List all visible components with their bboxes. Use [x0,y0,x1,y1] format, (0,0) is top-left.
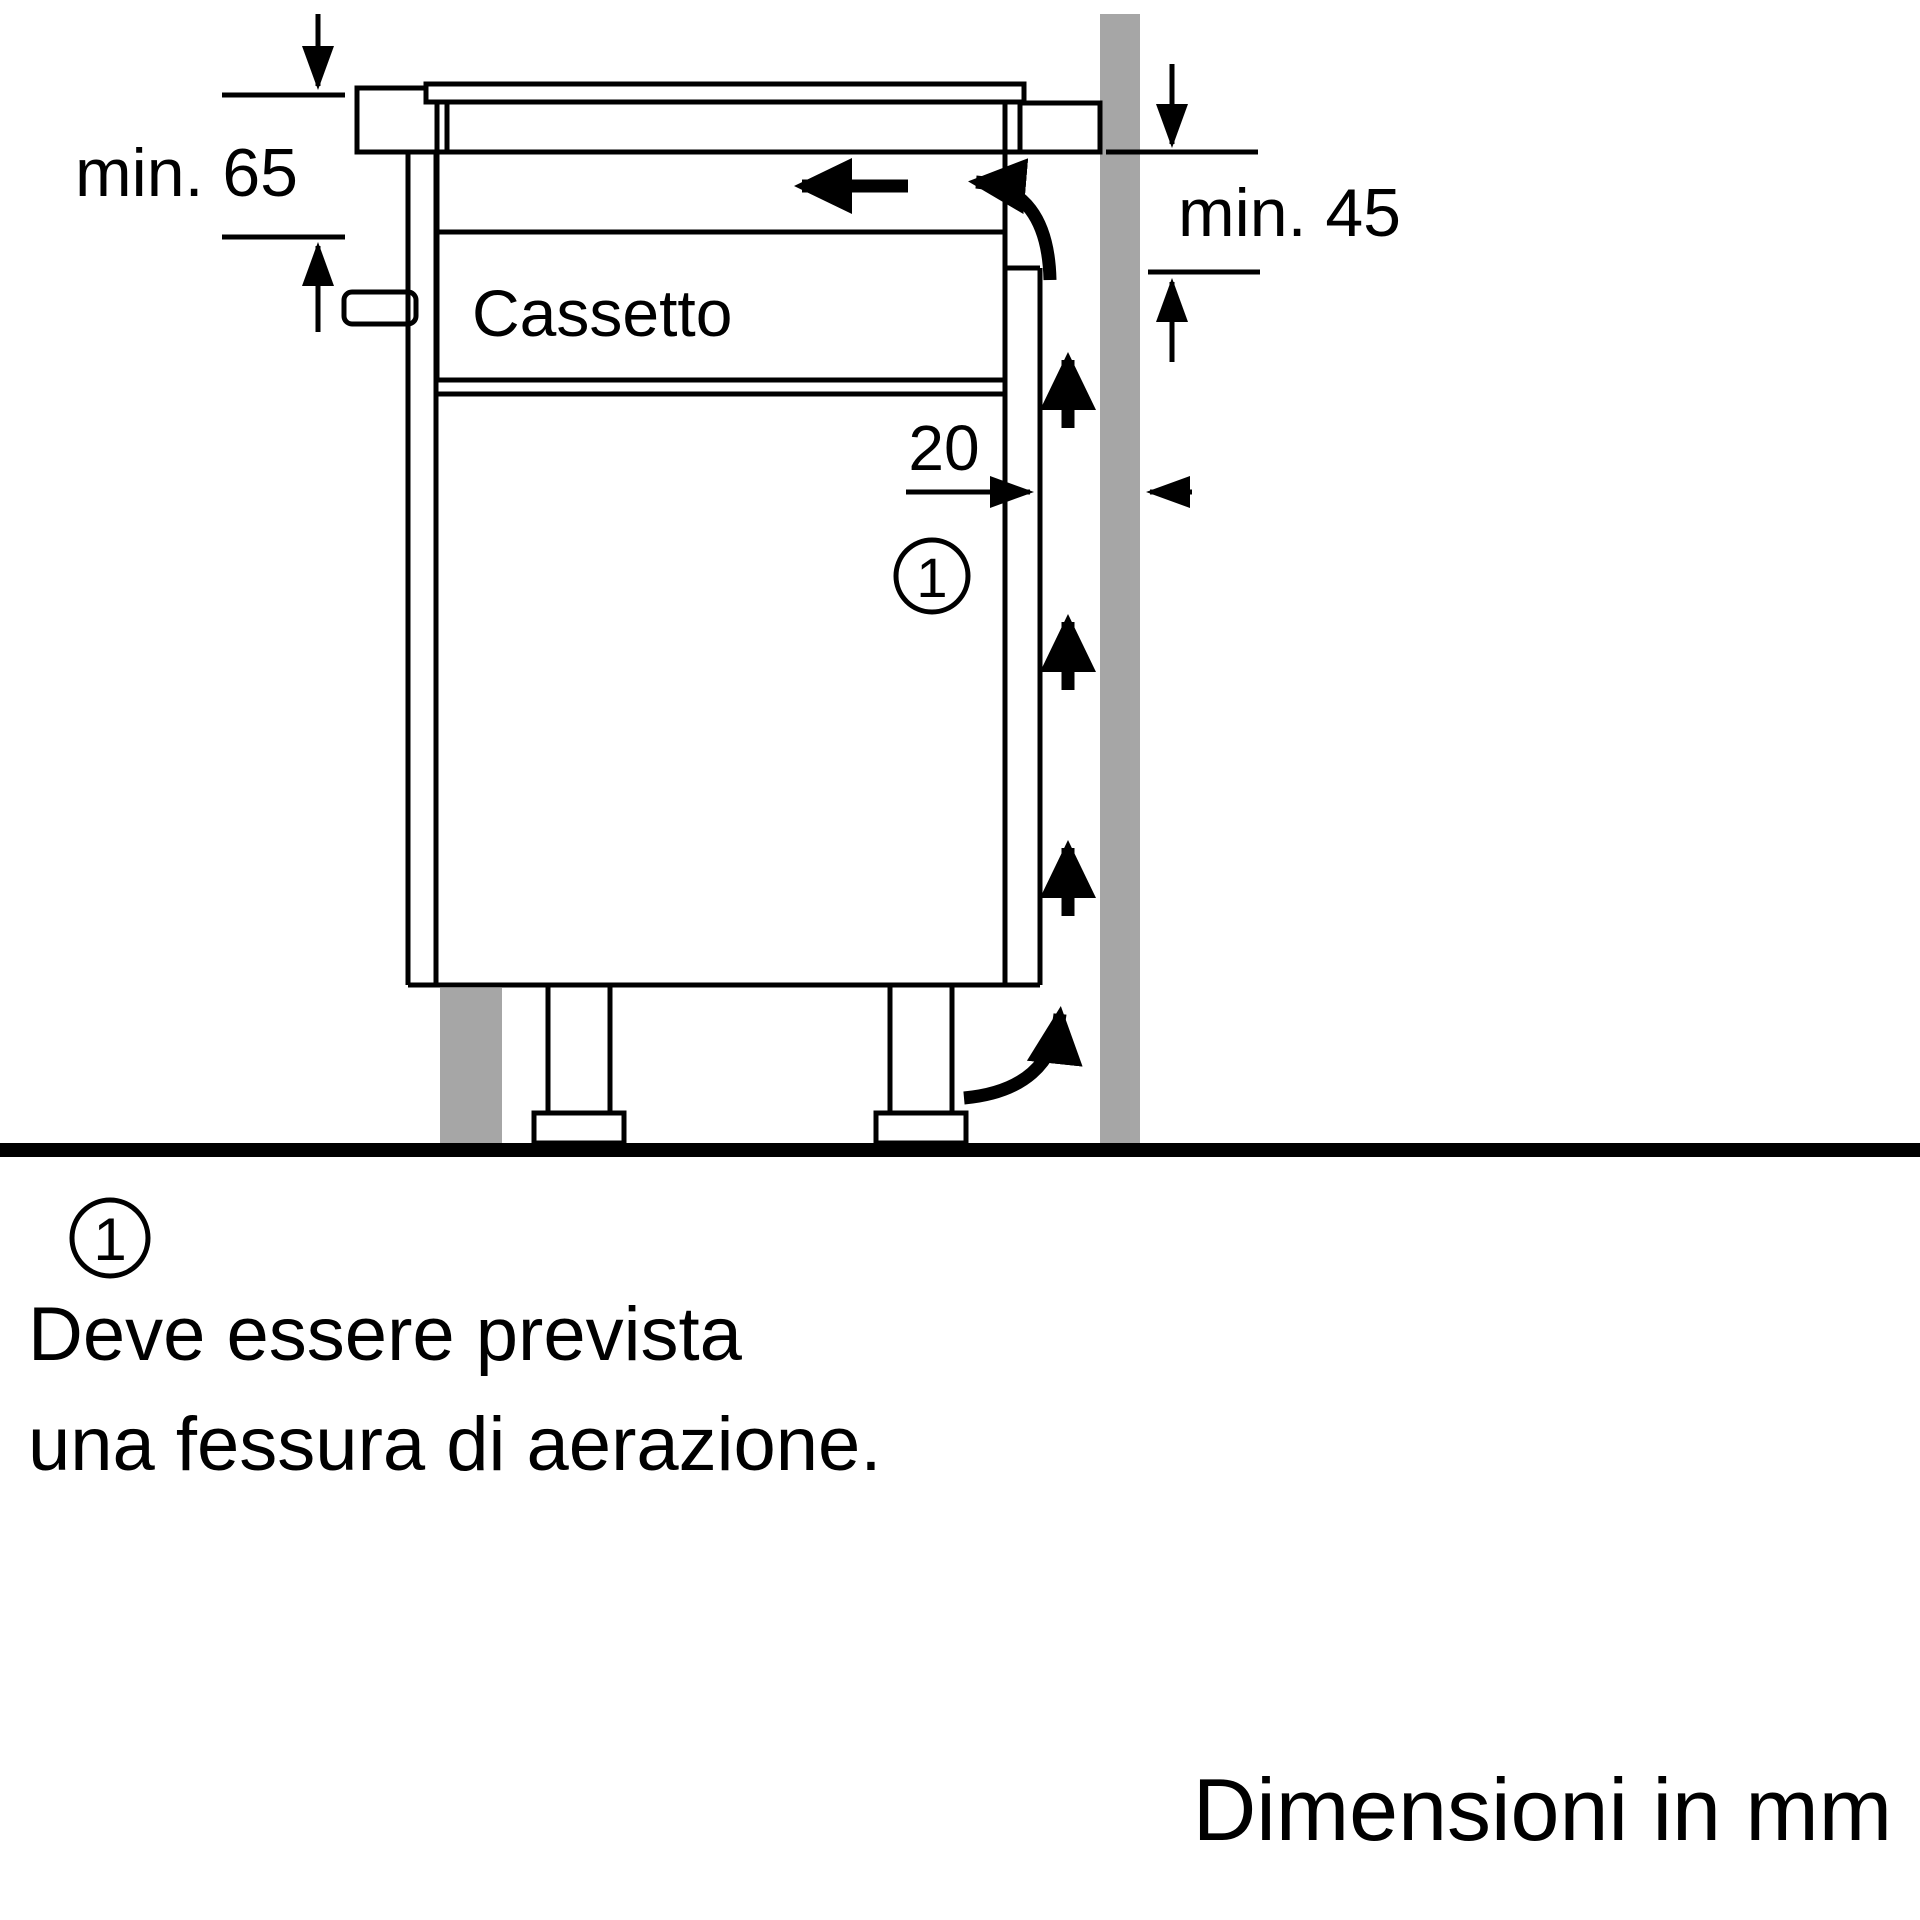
label-min-65: min. 65 [75,135,298,211]
foot-front [531,1110,627,1146]
label-gap-20: 20 [908,412,979,484]
airflow-arrow-curve-bottom [963,1006,1083,1105]
drawer-label: Cassetto [472,276,732,350]
label-min-45: min. 45 [1178,175,1401,251]
wall [1100,14,1140,1143]
hob-plate [423,81,1027,105]
floor-line [0,1143,1920,1157]
plinth-strip [440,988,502,1143]
callout-1-circle [893,537,971,615]
airflow-arrow-curve-top [968,158,1057,281]
legend-text-line2: una fessura di aerazione. [28,1402,881,1487]
leg-back [887,982,955,1116]
legend-callout-circle [69,1197,151,1279]
units-note: Dimensioni in mm [1193,1760,1892,1859]
drawer-box [434,229,1008,383]
legend-callout-number: 1 [93,1206,126,1273]
foot-back [873,1110,969,1146]
legend-text-line1: Deve essere prevista [28,1292,743,1377]
drawer-handle [341,289,419,327]
leg-front [545,982,613,1116]
worktop-right [1017,100,1103,155]
callout-1-number: 1 [916,546,947,609]
